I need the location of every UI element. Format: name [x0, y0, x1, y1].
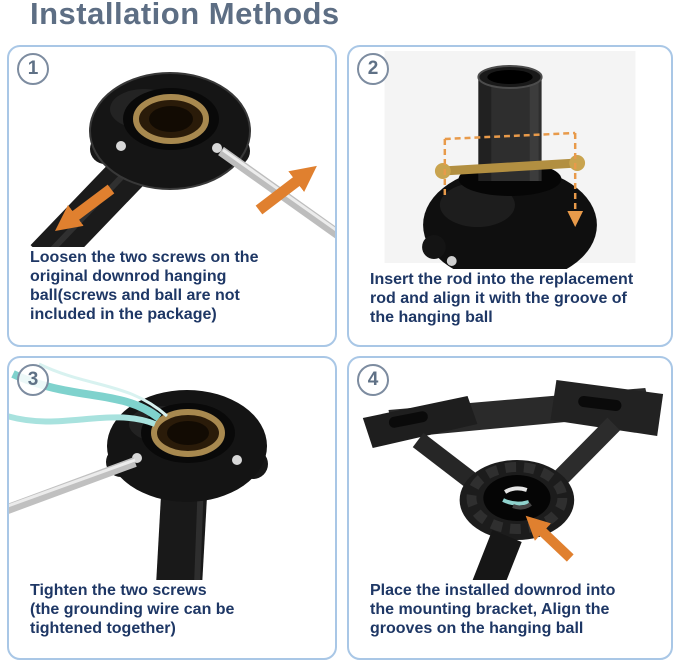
- downrod: [472, 530, 522, 580]
- step3-caption: Tighten the two screws (the grounding wi…: [30, 582, 235, 637]
- step-panel-1: 1: [7, 45, 337, 347]
- step4-number: 4: [367, 369, 379, 390]
- page-title: Installation Methods: [30, 0, 340, 31]
- step1-illustration: [30, 72, 335, 247]
- align-arrow-icon: [525, 515, 574, 562]
- loosen-arrow-icons: [54, 165, 317, 231]
- step3-number-badge: 3: [17, 364, 49, 396]
- step1-number-badge: 1: [17, 53, 49, 85]
- steps-grid: 1: [7, 45, 673, 660]
- step-panel-4: 4: [347, 356, 673, 660]
- step2-number: 2: [367, 58, 379, 79]
- step-panel-3: 3: [7, 356, 337, 660]
- alignment-guide-dashes: [443, 131, 584, 227]
- step1-number: 1: [27, 58, 39, 79]
- screwdriver: [9, 457, 137, 514]
- step1-caption: Loosen the two screws on the original do…: [30, 249, 259, 323]
- step4-caption: Place the installed downrod into the mou…: [370, 582, 616, 637]
- hanging-ball: [89, 72, 251, 190]
- step-panel-2: 2: [347, 45, 673, 347]
- step4-number-badge: 4: [357, 364, 389, 396]
- step2-photo: [349, 47, 671, 269]
- step3-photo: [9, 358, 335, 580]
- step4-illustration: [362, 380, 664, 580]
- mounting-bracket: [362, 380, 664, 498]
- ball-in-bracket: [459, 460, 575, 540]
- fan-wires: [502, 486, 532, 510]
- step3-number: 3: [27, 369, 39, 390]
- hanging-ball: [106, 390, 268, 502]
- step4-photo: [349, 358, 671, 580]
- step1-photo: [9, 47, 335, 247]
- step2-caption: Insert the rod into the replacement rod …: [370, 271, 634, 326]
- step2-number-badge: 2: [357, 53, 389, 85]
- brass-cross-pin: [434, 155, 586, 179]
- step2-illustration: [384, 51, 636, 269]
- ball-screws: [116, 141, 222, 153]
- step3-illustration: [9, 362, 268, 580]
